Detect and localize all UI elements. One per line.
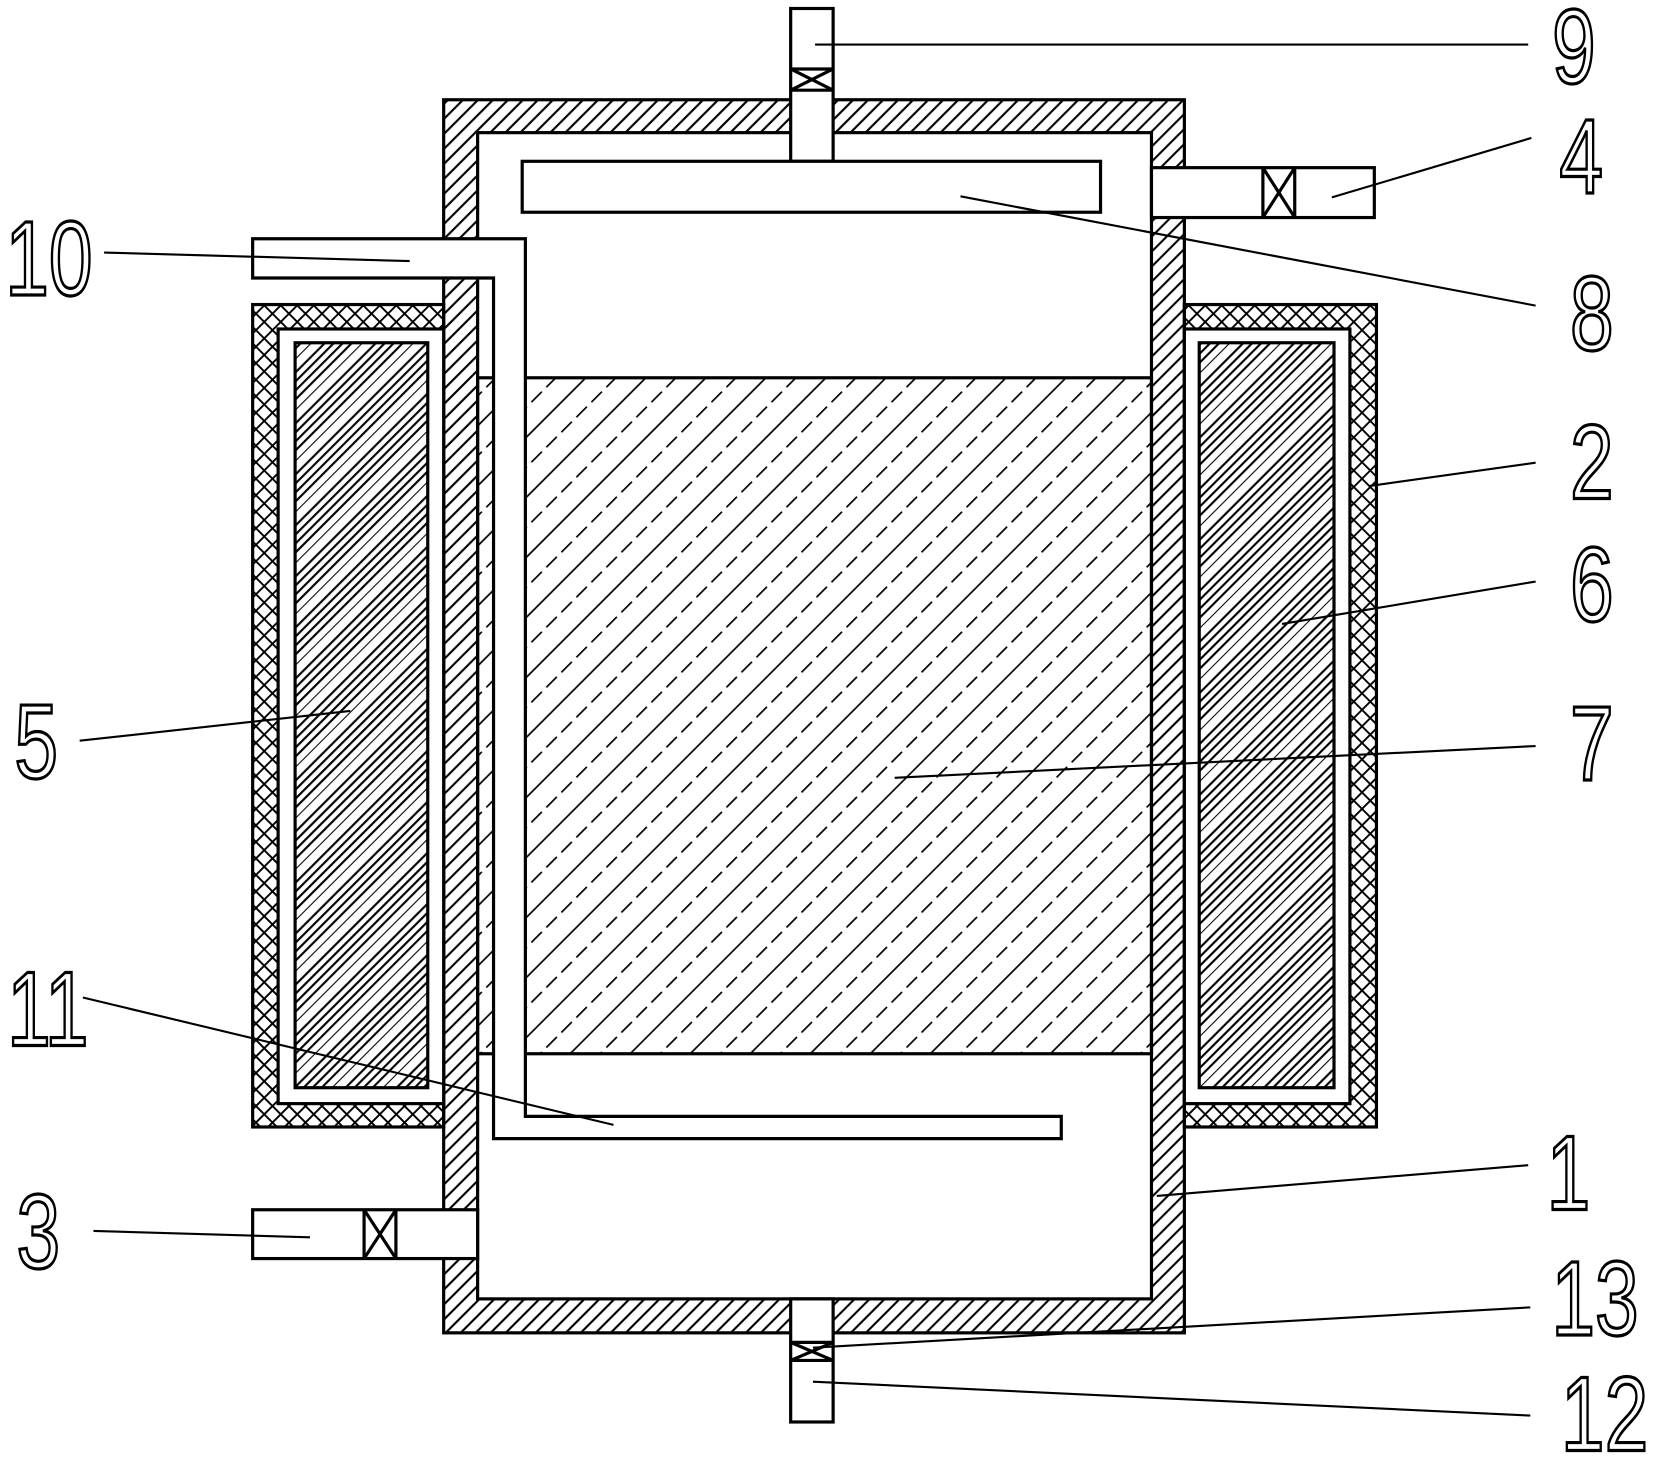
- callout-label-13: 13: [1551, 1239, 1638, 1357]
- leader-13: [812, 1306, 1531, 1349]
- callout-label-6: 6: [1570, 525, 1614, 643]
- callout-label-10: 10: [5, 200, 92, 318]
- callout-label-2: 2: [1570, 403, 1614, 521]
- callout-label-1: 1: [1547, 1114, 1591, 1232]
- top-distributor-plate: [520, 159, 1103, 214]
- leader-7: [894, 744, 1536, 779]
- leader-lines: [79, 43, 1536, 1417]
- leader-3: [93, 1229, 310, 1239]
- top-pipe-valve: [789, 67, 834, 92]
- packing-bed: [476, 376, 1154, 1056]
- callout-label-7: 7: [1570, 684, 1614, 802]
- callout-label-8: 8: [1570, 255, 1614, 373]
- l-shaped-pipe: [251, 237, 1063, 1141]
- leader-2: [1368, 461, 1536, 488]
- leader-11: [82, 996, 614, 1126]
- right-side-pipe-valve: [1261, 166, 1297, 219]
- callout-label-4: 4: [1559, 98, 1603, 216]
- leader-5: [79, 709, 351, 742]
- leader-10: [104, 251, 410, 263]
- right-heating-jacket: [1182, 302, 1379, 1129]
- top-pipe: [789, 6, 835, 163]
- callout-label-3: 3: [16, 1173, 60, 1291]
- callout-label-12: 12: [1561, 1355, 1648, 1457]
- left-lower-pipe-valve: [362, 1208, 398, 1260]
- left-heating-jacket: [251, 302, 446, 1129]
- leader-6: [1281, 580, 1536, 626]
- callout-label-11: 11: [7, 950, 89, 1068]
- leader-1: [1156, 1164, 1529, 1198]
- bottom-pipe-valve: [790, 1340, 834, 1363]
- leader-12: [812, 1380, 1531, 1417]
- leader-8: [960, 195, 1536, 307]
- callout-label-9: 9: [1552, 0, 1596, 106]
- callout-label-5: 5: [14, 682, 58, 800]
- callout-labels: 9 4 10 8 2 6 5 7 11 1 3 13 12: [4, 0, 1650, 1457]
- leader-4: [1331, 136, 1532, 199]
- right-heater-element: [1197, 341, 1336, 1090]
